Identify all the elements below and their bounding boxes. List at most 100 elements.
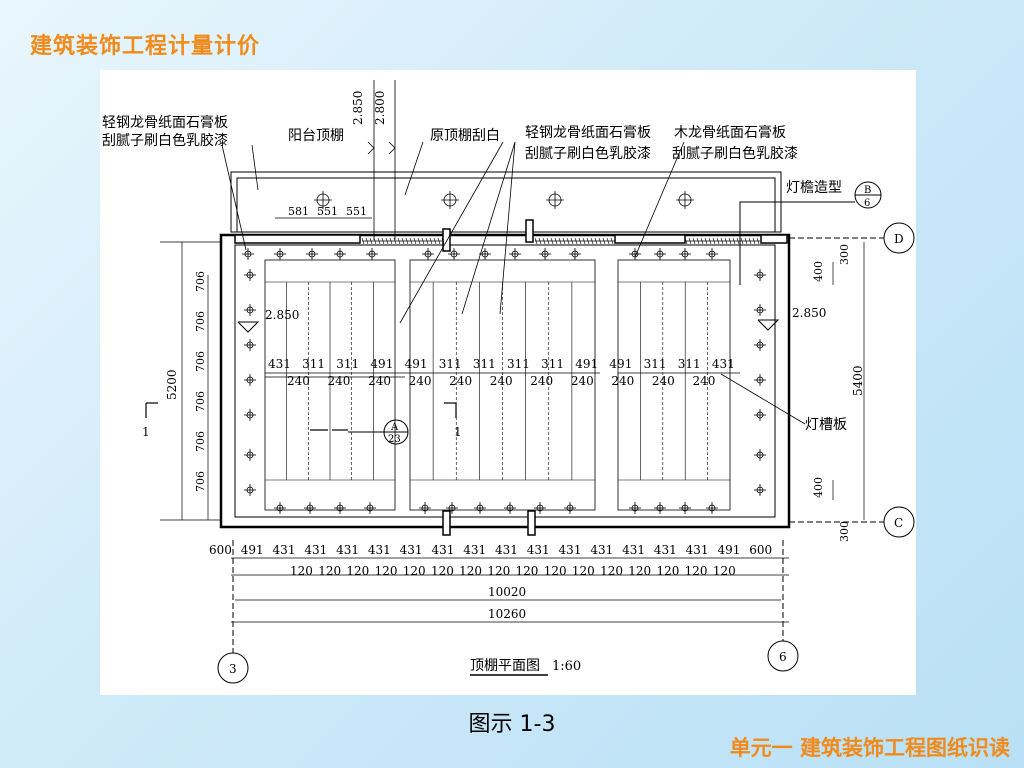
total-dim-10020: 10020 (488, 585, 526, 599)
section-marks (145, 402, 457, 431)
slide-title: 建筑装饰工程计量计价 (30, 34, 261, 59)
dim-label: 311 (336, 357, 359, 371)
label-gypsum-mid-1: 轻钢龙骨纸面石膏板 (525, 124, 651, 141)
dim-label: 491 (575, 357, 598, 371)
elevation-arrows (367, 80, 396, 240)
dim-label: 240 (368, 374, 391, 388)
column-top-mid2 (525, 219, 534, 243)
panel-zone-right (617, 259, 731, 511)
dim-label: 240 (530, 374, 553, 388)
room-inner-wall (234, 244, 776, 518)
dim-label: 600 (749, 543, 772, 557)
window-left (234, 234, 361, 244)
left-dim: 706 (194, 311, 207, 332)
dim-label: 311 (541, 357, 564, 371)
elev-triangles (237, 319, 780, 333)
dim-label: 120 (375, 564, 398, 578)
ceiling-plan-drawing: 1 1 A 23 B 6 D C 3 6 (100, 70, 916, 695)
label-gypsum-left-1: 轻钢龙骨纸面石膏板 (102, 114, 228, 131)
unit-footer: 单元一 建筑装饰工程图纸识读 (729, 736, 1010, 760)
dim-label: 431 (527, 543, 550, 557)
left-dim: 706 (194, 271, 207, 292)
ceiling-lamps (242, 191, 766, 514)
dim-label: 120 (572, 564, 595, 578)
dim-label: 431 (400, 543, 423, 557)
label-balcony-ceiling: 阳台顶棚 (288, 128, 344, 144)
top-dim-2: 551 (317, 205, 338, 218)
left-dim: 706 (194, 391, 207, 412)
left-dim: 706 (194, 431, 207, 452)
dim-label: 311 (302, 357, 325, 371)
elev-label-left: 2.850 (265, 308, 299, 322)
label-gypsum-mid-2: 刮腻子刷白色乳胶漆 (525, 145, 651, 162)
panel-zone-left (264, 259, 396, 511)
room-outer-wall (219, 233, 791, 529)
dim-label: 120 (600, 564, 623, 578)
balcony-outline (230, 171, 782, 233)
dim-label: 311 (678, 357, 701, 371)
section-mark-right: 1 (454, 425, 462, 439)
dim-label: 120 (656, 564, 679, 578)
dim-label: 240 (571, 374, 594, 388)
dim-label: 431 (590, 543, 613, 557)
left-dim: 706 (194, 351, 207, 372)
dim-label: 431 (273, 543, 296, 557)
detail-bubble-b (739, 181, 882, 285)
balcony-inner-outline (236, 177, 776, 233)
detail-bubble-a (348, 419, 409, 445)
column-bottom-1 (442, 510, 451, 536)
dim-label: 120 (544, 564, 567, 578)
elev-label-right: 2.850 (792, 306, 826, 320)
dim-label: 491 (717, 543, 740, 557)
drawing-title: 顶棚平面图 (470, 658, 540, 674)
top-dim-1: 581 (288, 205, 309, 218)
dim-label: 240 (328, 374, 351, 388)
right-dim-1: 300 (838, 244, 851, 265)
dim-label: 120 (290, 564, 313, 578)
axis-d: D (894, 232, 904, 246)
dim-label: 491 (405, 357, 428, 371)
label-wood-2: 刮腻子刷白色乳胶漆 (672, 145, 798, 162)
dim-label: 120 (403, 564, 426, 578)
columns (234, 219, 788, 536)
dim-label: 431 (463, 543, 486, 557)
dim-label: 120 (487, 564, 510, 578)
panel-strips (265, 281, 730, 481)
detail-a-bottom: 23 (388, 434, 401, 445)
dim-label: 240 (287, 374, 310, 388)
column-bottom-2 (527, 510, 536, 536)
dim-label: 240 (449, 374, 472, 388)
section-mark-left: 1 (142, 425, 150, 439)
axis-3: 3 (229, 662, 237, 676)
label-cornice: 灯檐造型 (786, 180, 842, 196)
dim-label: 491 (241, 543, 264, 557)
dim-label: 120 (346, 564, 369, 578)
dim-label: 240 (652, 374, 675, 388)
dim-label: 120 (628, 564, 651, 578)
left-dim: 706 (194, 471, 207, 492)
dim-label: 431 (686, 543, 709, 557)
left-dimensions: 706 706 706 706 706 706 (194, 271, 207, 492)
dim-label: 120 (516, 564, 539, 578)
top-dim-3: 551 (346, 205, 367, 218)
dim-label: 120 (431, 564, 454, 578)
building-outline (230, 171, 782, 233)
dim-label: 311 (473, 357, 496, 371)
room-walls (219, 233, 791, 529)
ceiling-plan-svg: 1 1 A 23 B 6 D C 3 6 (102, 80, 915, 684)
detail-b-bottom: 6 (864, 198, 870, 209)
leader-lines (221, 141, 806, 425)
elevation-mark-2: 2.800 (373, 91, 387, 125)
panel-zone-mid (409, 259, 596, 511)
window-right (614, 234, 686, 244)
dim-label: 431 (559, 543, 582, 557)
dim-label: 431 (654, 543, 677, 557)
right-dim-3: 400 (812, 477, 825, 498)
label-wood-1: 木龙骨纸面石膏板 (674, 124, 786, 141)
dim-label: 311 (507, 357, 530, 371)
axis-c: C (894, 516, 903, 530)
axis-bubbles (217, 222, 915, 684)
